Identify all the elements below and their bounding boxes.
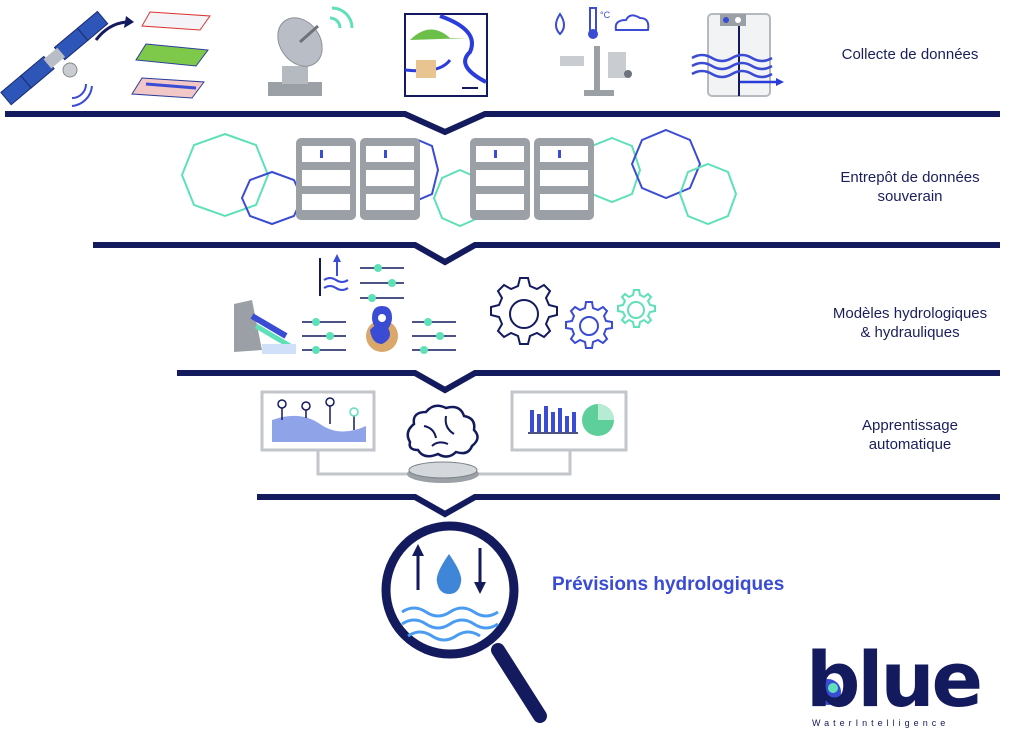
- hub-platform: [407, 461, 479, 483]
- brain-icon: [406, 404, 479, 458]
- imagery-layers-icon: [131, 11, 211, 99]
- stage-label-modeles-line1: Modèles hydrologiques: [832, 305, 988, 322]
- stage-label-modeles: Modèles hydrologiques & hydrauliques: [815, 304, 1005, 342]
- gears-icon: [490, 277, 656, 349]
- water-level-chart-icon: [319, 254, 349, 296]
- separator-band-4: [257, 494, 1000, 518]
- satellite-dish-icon: [268, 6, 354, 96]
- stage-label-apprentissage-line2: automatique: [868, 436, 952, 453]
- stage-label-entrepot: Entrepôt de données souverain: [820, 168, 1000, 206]
- satellite-icon: [0, 10, 134, 107]
- logo-wordmark: blue: [806, 635, 983, 724]
- logo-tagline: WaterIntelligence: [812, 718, 950, 728]
- magnifier-water-icon: [381, 521, 547, 723]
- stage-label-collecte: Collecte de données: [841, 46, 979, 63]
- stage-label-modeles-line2: & hydrauliques: [860, 324, 960, 341]
- stage-label-entrepot-line2: souverain: [877, 188, 943, 205]
- separator-band-3: [177, 370, 1000, 394]
- stage-label-entrepot-line1: Entrepôt de données: [840, 169, 980, 186]
- separator-band-2: [93, 242, 1000, 266]
- stage-label-apprentissage: Apprentissage automatique: [820, 416, 1000, 454]
- map-icon: [404, 13, 488, 97]
- server-rack-icon: [296, 138, 594, 220]
- network-rings: [180, 128, 738, 228]
- logo-mark: [815, 679, 841, 705]
- separator-band-1: [5, 111, 1000, 136]
- stage-label-apprentissage-line1: Apprentissage: [862, 417, 958, 434]
- svg-text:°C: °C: [600, 10, 611, 20]
- result-label: Prévisions hydrologiques: [552, 574, 785, 595]
- sliders-icon: [302, 264, 456, 354]
- water-gauge-icon: [691, 13, 784, 97]
- bar-pie-chart-icon: [510, 390, 628, 452]
- connector-lines: [316, 450, 572, 476]
- globe-pin-icon: [366, 306, 398, 352]
- weather-station-icon: °C: [555, 7, 650, 96]
- dam-icon: [234, 300, 296, 354]
- line-chart-icon: [260, 390, 376, 452]
